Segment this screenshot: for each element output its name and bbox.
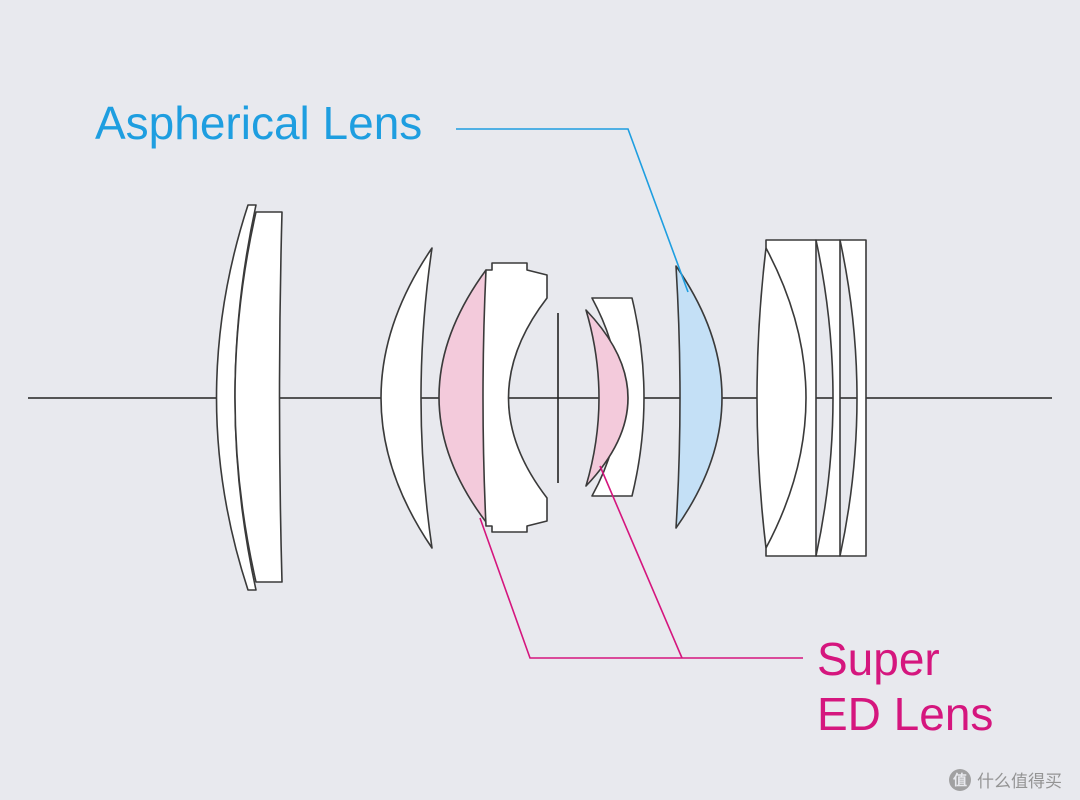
watermark-text: 什么值得买: [977, 772, 1062, 792]
watermark-logo-icon: 值: [949, 768, 971, 791]
super-ed-lens-1: [438, 269, 487, 523]
aspherical-lens: [675, 265, 723, 529]
lens-element-2: [234, 211, 283, 583]
super-ed-label-line-1: Super: [817, 633, 940, 685]
aspherical-callout-line: [456, 128, 689, 293]
super-ed-label-line-2: ED Lens: [817, 688, 994, 741]
lens-element-7: [765, 247, 807, 549]
lens-element-3: [380, 247, 433, 549]
aspherical-lens-label: Aspherical Lens: [95, 97, 423, 149]
super-ed-callout-line-2: [599, 465, 683, 659]
super-ed-callout-line-1: [479, 517, 803, 659]
lens-element-4: [482, 262, 548, 533]
super-ed-lens-label: Super ED Lens: [817, 632, 993, 742]
lens-element-6: [756, 239, 817, 557]
super-ed-lens-2: [585, 309, 629, 487]
watermark: 值 什么值得买: [949, 767, 1062, 792]
lens-element-9: [839, 239, 867, 557]
lens-element-8: [815, 239, 841, 557]
